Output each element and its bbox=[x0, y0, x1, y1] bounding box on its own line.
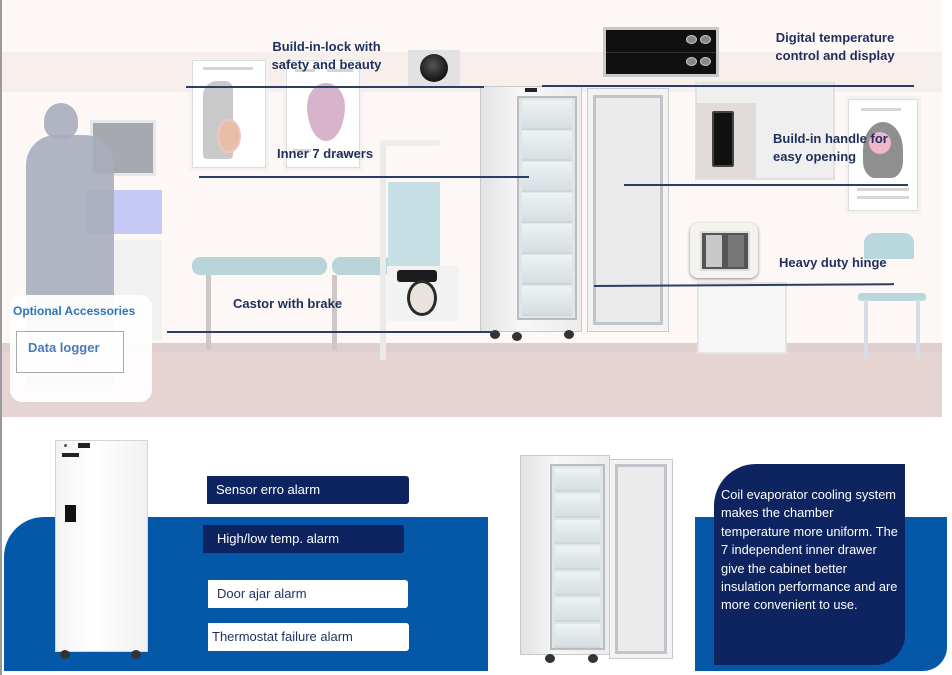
lock-callout-line1: Build-in-lock with bbox=[272, 39, 381, 54]
door-panel bbox=[593, 95, 663, 325]
display-button-icon bbox=[686, 57, 697, 66]
curtain-pole bbox=[380, 145, 386, 360]
head-poster bbox=[848, 99, 918, 211]
heart-poster bbox=[286, 60, 360, 168]
alarm-high-low-temp: High/low temp. alarm bbox=[203, 525, 404, 553]
castor-wheel bbox=[131, 650, 141, 659]
alarm-door-ajar: Door ajar alarm bbox=[208, 580, 408, 608]
display-callout-line bbox=[542, 85, 914, 87]
drawer bbox=[522, 162, 572, 192]
exam-bed-head bbox=[332, 257, 392, 275]
drawer bbox=[522, 224, 572, 254]
description-text: Coil evaporator cooling system makes the… bbox=[721, 487, 898, 613]
lock-callout: Build-in-lock with safety and beauty bbox=[264, 38, 389, 74]
control-panel bbox=[525, 88, 537, 92]
bed-leg bbox=[206, 275, 211, 350]
brand-label bbox=[62, 453, 79, 457]
display-button-icon bbox=[700, 35, 711, 44]
clinic-scene: Build-in-lock with safety and beauty Dig… bbox=[0, 0, 942, 417]
castor-callout-line bbox=[167, 331, 497, 333]
handle-callout-line1: Build-in handle for bbox=[773, 131, 888, 146]
data-logger-box[interactable]: Data logger bbox=[16, 331, 124, 373]
display-callout: Digital temperature control and display bbox=[764, 29, 906, 65]
lock-callout-line2: safety and beauty bbox=[271, 57, 382, 72]
hinge-icon bbox=[700, 231, 750, 271]
open-freezer-door bbox=[609, 459, 673, 659]
display-button-icon bbox=[700, 57, 711, 66]
chair-leg bbox=[916, 300, 920, 360]
floor bbox=[2, 352, 942, 417]
drawers-callout: Inner 7 drawers bbox=[277, 146, 374, 161]
drawer bbox=[555, 494, 600, 518]
bed-leg bbox=[332, 275, 337, 350]
hinge-callout: Heavy duty hinge bbox=[779, 255, 887, 270]
drawer bbox=[555, 624, 600, 648]
handle-callout-line bbox=[624, 184, 908, 186]
alarm-sensor-error: Sensor erro alarm bbox=[207, 476, 409, 504]
hinge-thumbnail bbox=[690, 223, 758, 278]
drawer bbox=[555, 546, 600, 570]
drawers-callout-line bbox=[199, 176, 529, 178]
chair-leg bbox=[864, 300, 868, 360]
optional-accessories-panel: Optional Accessories Data logger bbox=[10, 295, 152, 402]
exam-bed bbox=[192, 257, 327, 275]
castor-wheel bbox=[564, 330, 574, 339]
curtain-rail bbox=[380, 140, 440, 146]
chair-seat bbox=[858, 293, 926, 301]
chair-back bbox=[864, 233, 914, 259]
drawer bbox=[555, 520, 600, 544]
handle-callout-line2: easy opening bbox=[773, 149, 857, 164]
castor-wheel bbox=[588, 654, 598, 663]
drawer bbox=[522, 100, 572, 130]
castor-callout: Castor with brake bbox=[233, 296, 343, 311]
castor-wheel bbox=[60, 650, 70, 659]
alarm-thermostat-failure: Thermostat failure alarm bbox=[208, 623, 409, 651]
castor-wheel bbox=[512, 332, 522, 341]
door-panel bbox=[615, 464, 667, 654]
lock-handle-icon bbox=[65, 505, 76, 522]
drawer bbox=[522, 193, 572, 223]
display-button-icon bbox=[686, 35, 697, 44]
accessories-title: Optional Accessories bbox=[13, 304, 136, 318]
left-border bbox=[0, 417, 2, 675]
control-panel bbox=[78, 443, 90, 448]
castor-wheel bbox=[545, 654, 555, 663]
drawer bbox=[555, 598, 600, 622]
display-callout-line1: Digital temperature bbox=[775, 30, 895, 45]
display-callout-line2: control and display bbox=[775, 48, 895, 63]
pregnancy-poster bbox=[192, 60, 266, 168]
freezer-interior bbox=[517, 96, 577, 320]
castor-wheel-icon bbox=[407, 280, 437, 316]
data-logger-label: Data logger bbox=[28, 340, 100, 355]
lock-thumbnail bbox=[408, 50, 460, 88]
recessed-handle-icon bbox=[712, 111, 734, 167]
curtain bbox=[388, 182, 440, 267]
closed-freezer-image bbox=[55, 440, 148, 652]
doctor-head bbox=[44, 103, 78, 139]
castor-thumbnail bbox=[387, 266, 459, 321]
handle-callout: Build-in handle for easy opening bbox=[773, 130, 888, 166]
freezer-door bbox=[587, 88, 669, 332]
drawer bbox=[522, 131, 572, 161]
lock-callout-line bbox=[186, 86, 484, 88]
open-freezer-interior bbox=[550, 464, 605, 650]
lock-icon bbox=[420, 54, 448, 82]
drawer bbox=[555, 572, 600, 596]
handle-thumbnail bbox=[696, 103, 756, 178]
drawer bbox=[555, 468, 600, 492]
power-indicator-icon bbox=[64, 444, 67, 447]
drawer bbox=[522, 255, 572, 285]
floor-cabinet bbox=[697, 282, 787, 354]
temperature-display-thumbnail bbox=[603, 27, 719, 77]
feature-description: Coil evaporator cooling system makes the… bbox=[714, 464, 905, 665]
castor-wheel bbox=[490, 330, 500, 339]
drawer bbox=[522, 286, 572, 316]
